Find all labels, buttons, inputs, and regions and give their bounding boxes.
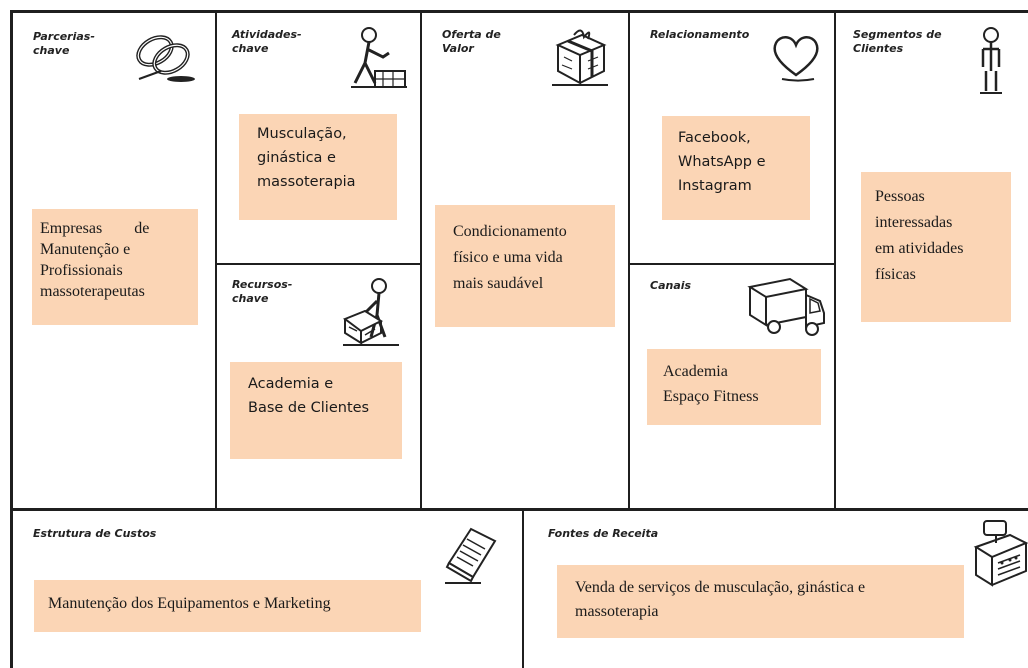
block-title: Recursos- chave bbox=[232, 278, 292, 306]
note-line: Manutenção dos Equipamentos e Marketing bbox=[48, 595, 331, 612]
block-title: Fontes de Receita bbox=[548, 527, 658, 541]
block-title: Estrutura de Custos bbox=[33, 527, 156, 541]
title-line: Estrutura de Custos bbox=[33, 527, 157, 540]
note-line: Empresas de bbox=[40, 220, 150, 237]
title-line: Recursos- bbox=[232, 278, 293, 291]
block-title: Oferta de Valor bbox=[442, 28, 501, 56]
divider-horizontal-main bbox=[10, 508, 1028, 511]
title-line: Clientes bbox=[853, 42, 904, 55]
sticky-note: Manutenção dos Equipamentos e Marketing bbox=[34, 580, 421, 632]
sticky-note: Condicionamento físico e uma vida mais s… bbox=[435, 205, 615, 327]
block-oferta-de-valor: Oferta de Valor Condicionamento físico e… bbox=[422, 13, 628, 508]
block-parcerias-chave: Parcerias- chave Empresas de Manutenção … bbox=[13, 13, 215, 508]
note-line: Base de Clientes bbox=[248, 400, 370, 416]
sticky-note: Venda de serviços de musculação, ginásti… bbox=[557, 565, 964, 638]
title-line: Oferta de bbox=[442, 28, 501, 41]
block-title: Canais bbox=[650, 279, 691, 293]
note-line: interessadas bbox=[875, 214, 953, 231]
chain-link-icon bbox=[131, 27, 199, 83]
divider-v2 bbox=[420, 10, 422, 510]
title-line: Segmentos de bbox=[853, 28, 942, 41]
title-line: chave bbox=[232, 42, 269, 55]
sticky-note: Musculação, ginástica e massoterapia bbox=[239, 114, 397, 220]
sticky-note: Academia e Base de Clientes bbox=[230, 362, 402, 459]
note-line: em atividades bbox=[875, 240, 964, 257]
note-line: Venda de serviços de musculação, ginásti… bbox=[575, 579, 866, 596]
note-line: Instagram bbox=[678, 178, 752, 194]
block-estrutura-de-custos: Estrutura de Custos Manutenção dos Equip… bbox=[13, 511, 522, 668]
sticky-note: Pessoas interessadas em atividades físic… bbox=[861, 172, 1011, 322]
note-line: Condicionamento bbox=[453, 223, 567, 240]
standing-person-icon bbox=[974, 25, 1008, 99]
divider-v1 bbox=[215, 10, 217, 510]
block-title: Relacionamento bbox=[650, 28, 749, 42]
border-left bbox=[10, 10, 13, 668]
block-segmentos-de-clientes: Segmentos de Clientes Pessoas interessad… bbox=[836, 13, 1028, 508]
document-icon bbox=[441, 523, 503, 587]
block-title: Segmentos de Clientes bbox=[853, 28, 942, 56]
title-line: Fontes de Receita bbox=[548, 527, 659, 540]
block-atividades-chave: Atividades- chave Musculação, ginástica … bbox=[217, 13, 420, 263]
note-line: ginástica e bbox=[257, 150, 336, 166]
note-line: mais saudável bbox=[453, 275, 544, 292]
divider-atividades-recursos bbox=[216, 263, 421, 265]
title-line: Relacionamento bbox=[650, 28, 750, 41]
note-line: Profissionais bbox=[40, 262, 123, 279]
gift-box-icon bbox=[548, 23, 612, 89]
sticky-note: Empresas de Manutenção e Profissionais m… bbox=[32, 209, 198, 325]
note-line: Academia bbox=[663, 363, 728, 380]
delivery-truck-icon bbox=[746, 275, 828, 339]
divider-relacionamento-canais bbox=[629, 263, 835, 265]
title-line: Atividades- bbox=[232, 28, 302, 41]
heart-icon bbox=[768, 29, 824, 83]
sticky-note: Academia Espaço Fitness bbox=[647, 349, 821, 425]
title-line: chave bbox=[232, 292, 269, 305]
title-line: chave bbox=[33, 44, 70, 57]
note-line: Academia e bbox=[248, 376, 334, 392]
note-line: WhatsApp e bbox=[678, 154, 766, 170]
title-line: Valor bbox=[442, 42, 474, 55]
note-line: Pessoas bbox=[875, 188, 925, 205]
note-line: Espaço Fitness bbox=[663, 388, 759, 405]
note-line: físicas bbox=[875, 266, 916, 283]
block-recursos-chave: Recursos- chave Academia e Base de Clien… bbox=[217, 265, 420, 508]
note-line: Musculação, bbox=[257, 126, 347, 142]
cash-register-icon bbox=[970, 517, 1028, 589]
title-line: Canais bbox=[650, 279, 692, 292]
divider-bottom-middle bbox=[522, 510, 524, 668]
note-line: físico e uma vida bbox=[453, 249, 563, 266]
title-line: Parcerias- bbox=[33, 30, 95, 43]
block-relacionamento: Relacionamento Facebook, WhatsApp e Inst… bbox=[630, 13, 834, 263]
block-canais: Canais Academia Espaço Fitness bbox=[630, 265, 834, 508]
note-line: massoterapia bbox=[257, 174, 356, 190]
worker-icon bbox=[345, 23, 411, 97]
divider-v4 bbox=[834, 10, 836, 510]
border-top bbox=[10, 10, 1028, 13]
person-with-crate-icon bbox=[341, 275, 403, 351]
block-title: Parcerias- chave bbox=[33, 30, 95, 58]
note-line: Facebook, bbox=[678, 130, 751, 146]
block-title: Atividades- chave bbox=[232, 28, 302, 56]
divider-v3 bbox=[628, 10, 630, 510]
block-fontes-de-receita: Fontes de Receita Venda de serviços de m… bbox=[524, 511, 1028, 668]
note-line: massoterapeutas bbox=[40, 283, 145, 300]
note-line: Manutenção e bbox=[40, 241, 131, 258]
note-line: massoterapia bbox=[575, 603, 659, 620]
sticky-note: Facebook, WhatsApp e Instagram bbox=[662, 116, 810, 220]
